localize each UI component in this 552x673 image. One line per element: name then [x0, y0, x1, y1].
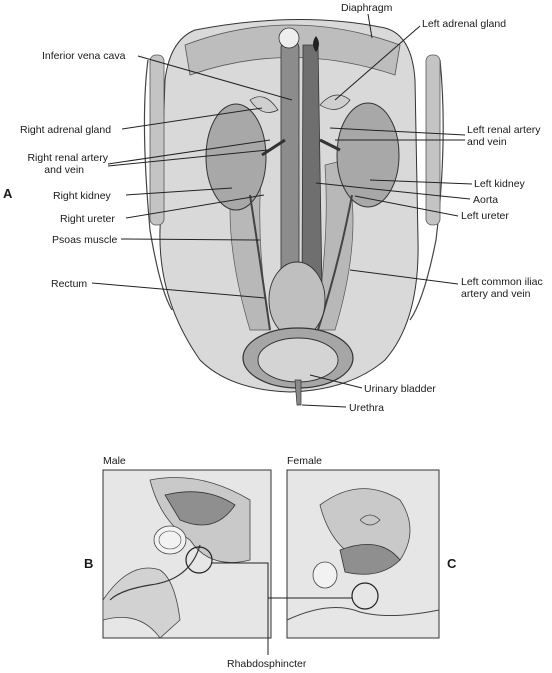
aorta-shape	[301, 44, 323, 296]
left-rib-strip	[149, 54, 165, 226]
label-left-renal-artery-line2: and vein	[467, 136, 507, 148]
urethra-shape	[294, 379, 302, 406]
label-urinary-bladder: Urinary bladder	[364, 383, 436, 395]
panel-b-drawing	[102, 469, 272, 639]
psoas-right	[314, 159, 354, 331]
label-left-common-iliac-line2: artery and vein	[461, 288, 531, 300]
left-adrenal-shape	[319, 94, 351, 110]
left-kidney-shape	[336, 102, 400, 208]
label-left-common-iliac-line1: Left common iliac	[461, 276, 543, 288]
right-kidney-shape	[205, 103, 267, 211]
esophagus	[313, 36, 319, 52]
bladder-shape	[257, 337, 339, 383]
label-left-ureter: Left ureter	[461, 210, 509, 222]
label-left-adrenal-gland: Left adrenal gland	[422, 18, 507, 30]
panel-c-drawing	[286, 469, 440, 639]
leader-lines	[91, 13, 473, 408]
rectum-shape	[268, 261, 326, 339]
rhabdosphincter-connector	[212, 562, 352, 655]
label-diaphragm: Diaphragm	[341, 2, 393, 14]
label-psoas-muscle: Psoas muscle	[52, 234, 118, 246]
panel-a-drawing	[143, 19, 444, 406]
label-rectum: Rectum	[51, 278, 88, 290]
panel-c-letter: C	[447, 556, 457, 571]
panel-b-letter: B	[84, 556, 94, 571]
right-ureter-line	[249, 194, 271, 331]
label-right-renal-artery-line2: and vein	[44, 164, 84, 176]
panel-b-caption: Male	[103, 455, 126, 467]
label-aorta: Aorta	[473, 194, 499, 206]
vena-cava	[280, 39, 300, 301]
label-right-adrenal-gland: Right adrenal gland	[20, 124, 112, 136]
label-left-renal-artery-line1: Left renal artery	[467, 124, 541, 136]
label-left-kidney: Left kidney	[474, 178, 525, 190]
panel-a-letter: A	[3, 186, 13, 201]
label-urethra: Urethra	[349, 402, 385, 414]
rhabdosphincter-circle-male	[185, 546, 213, 574]
label-rhabdosphincter: Rhabdosphincter	[227, 658, 307, 670]
label-right-renal-artery-line1: Right renal artery	[27, 152, 108, 164]
vena-cava-top	[278, 27, 300, 49]
rhabdosphincter-circle-female	[351, 582, 379, 610]
right-flank	[409, 59, 444, 321]
label-inferior-vena-cava: Inferior vena cava	[42, 50, 126, 62]
panel-c-caption: Female	[287, 455, 323, 467]
label-right-kidney: Right kidney	[53, 190, 111, 202]
label-right-ureter: Right ureter	[60, 213, 115, 225]
